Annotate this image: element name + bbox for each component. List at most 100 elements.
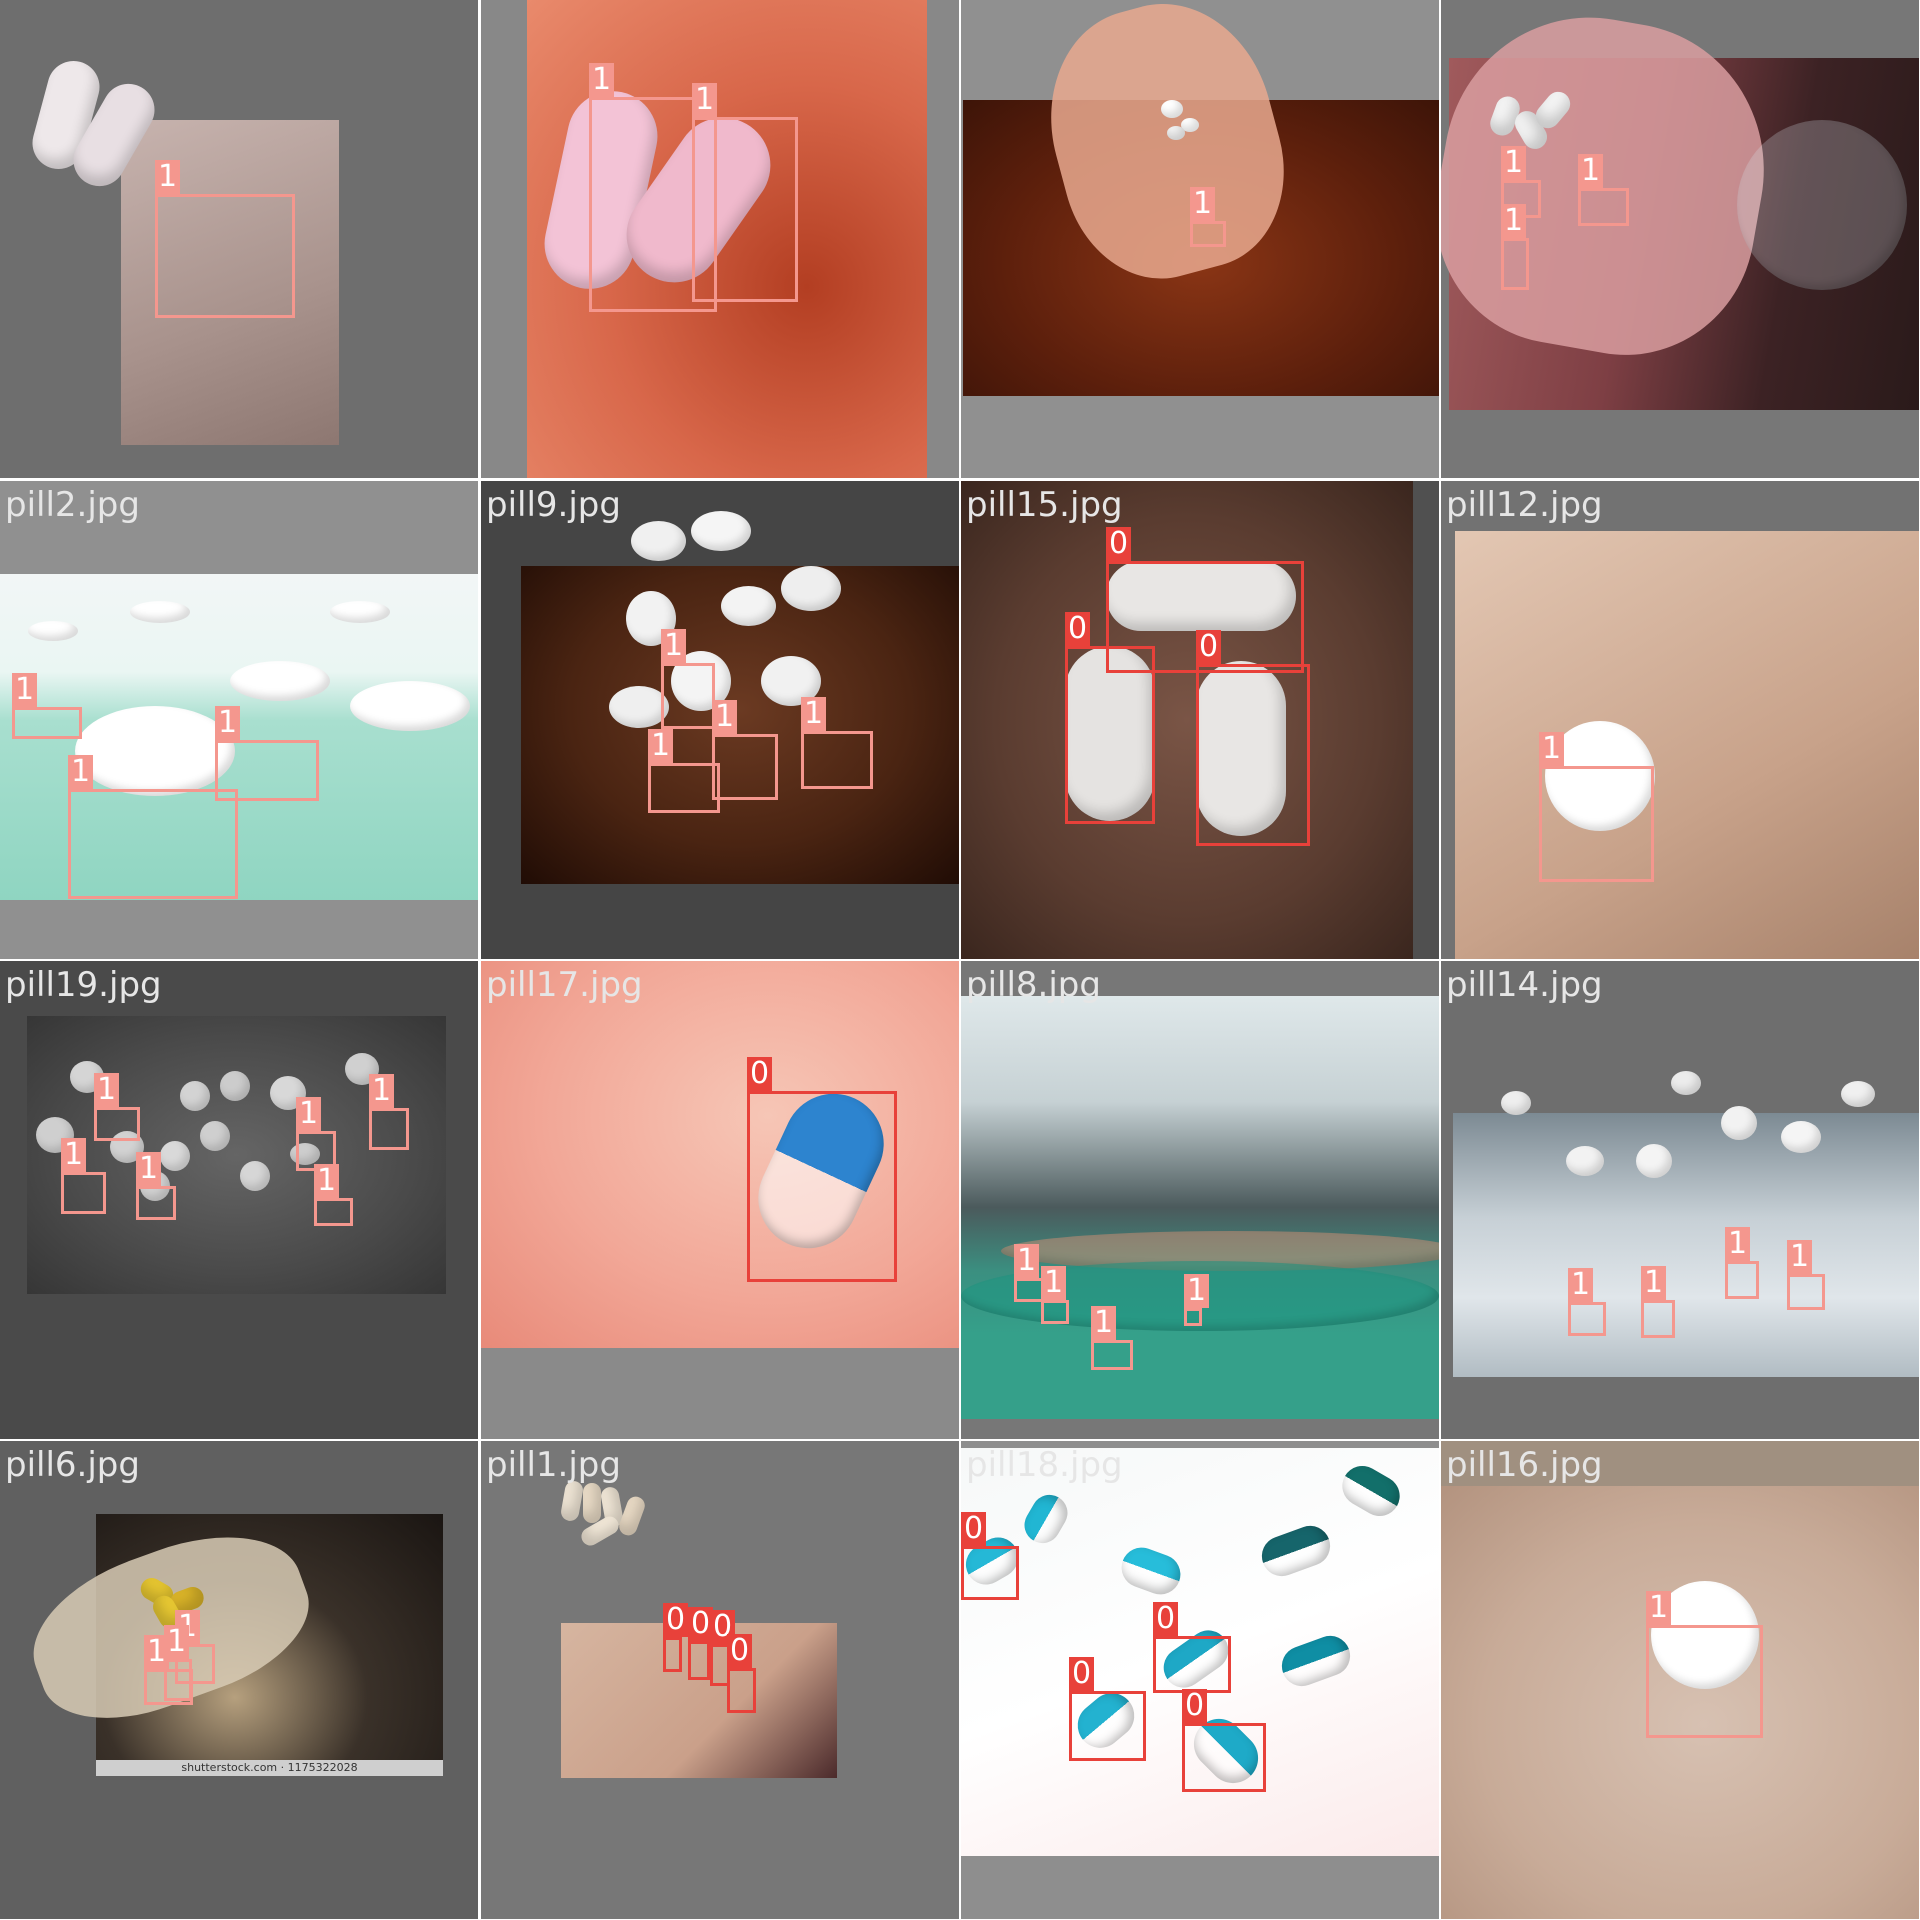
class-label: 1: [61, 1138, 87, 1172]
class-label: 1: [136, 1152, 162, 1186]
detection-box: [215, 740, 319, 801]
detection-box: [1091, 1340, 1133, 1370]
class-label: 0: [1065, 612, 1091, 646]
image-tile: 1 1 1: [1441, 0, 1919, 478]
detection-box: [136, 1186, 176, 1220]
tablet-shape: [1671, 1071, 1701, 1095]
class-label: 1: [94, 1073, 120, 1107]
class-label: 1: [1578, 154, 1604, 188]
class-label: 0: [1069, 1657, 1095, 1691]
detection-box: [1787, 1274, 1825, 1310]
detection-box: [1065, 646, 1155, 824]
class-label: 0: [1153, 1602, 1179, 1636]
class-label: 1: [164, 1625, 190, 1659]
class-label: 1: [589, 63, 615, 97]
image-filename: pill1.jpg: [486, 1445, 621, 1485]
tablet-shape: [240, 1161, 270, 1191]
class-label: 1: [648, 729, 674, 763]
pill-shape: [583, 1483, 601, 1523]
pill-shape: [1106, 561, 1296, 631]
tablet-shape: [160, 1141, 190, 1171]
class-label: 1: [712, 700, 738, 734]
tablet-shape: [609, 686, 669, 728]
many-tablets-grey-hand-photo: [27, 1016, 446, 1294]
image-filename: pill9.jpg: [486, 485, 621, 525]
class-label: 1: [68, 755, 94, 789]
detection-box: [589, 97, 717, 312]
image-filename: pill17.jpg: [486, 965, 643, 1005]
detection-box: [692, 117, 798, 302]
class-label: 0: [688, 1607, 714, 1641]
detection-box: [1184, 1308, 1202, 1326]
detection-box: [175, 1644, 215, 1684]
capsules-hand-small-photo: [561, 1623, 837, 1778]
detection-box: [1106, 561, 1304, 673]
detection-box: [1641, 1300, 1675, 1338]
detection-box: [1190, 221, 1226, 247]
tablet-shape: [330, 601, 390, 623]
tablet-shape: [75, 706, 235, 796]
tablet-shape: [1841, 1081, 1875, 1107]
class-label: 0: [663, 1603, 689, 1637]
image-tile: 1 1 1 1 pill9.jpg: [481, 481, 959, 959]
factory-conveyor-photo: [961, 996, 1439, 1419]
tablet-shape: [1566, 1146, 1604, 1176]
class-label: 1: [1501, 146, 1527, 180]
detection-box: [164, 1659, 192, 1701]
class-label: 1: [692, 83, 718, 117]
class-label: 1: [1568, 1268, 1594, 1302]
detection-box: [661, 663, 715, 729]
tablet-shape: [200, 1121, 230, 1151]
class-label: 1: [801, 697, 827, 731]
detection-box: [1153, 1636, 1231, 1693]
class-label: 0: [727, 1634, 753, 1668]
tablet-shape: [1501, 1091, 1531, 1115]
single-tablet-palm-photo: [1455, 531, 1919, 959]
detection-box: [314, 1198, 353, 1226]
detection-box: [663, 1637, 682, 1672]
class-label: 1: [1184, 1274, 1210, 1308]
detection-box: [688, 1641, 710, 1680]
class-label: 1: [1641, 1266, 1667, 1300]
detection-box: [801, 731, 873, 789]
class-label: 1: [1501, 204, 1527, 238]
pill-shape: [1196, 661, 1286, 836]
tablet-shape: [350, 681, 470, 731]
tablet-shape: [1167, 126, 1185, 140]
detection-box: [1725, 1261, 1759, 1299]
image-filename: pill2.jpg: [5, 485, 140, 525]
tablet-shape: [721, 586, 776, 626]
detection-box: [1069, 1691, 1146, 1761]
image-tile: shutterstock.com · 1175322028111pill6.jp…: [0, 1441, 478, 1919]
detection-box: [1041, 1300, 1069, 1324]
image-filename: pill19.jpg: [5, 965, 162, 1005]
detection-box: [369, 1108, 409, 1150]
image-tile: 1: [0, 0, 478, 478]
pill-shape: [559, 1479, 585, 1523]
class-label: 0: [1196, 630, 1222, 664]
detection-box: [1578, 188, 1629, 226]
class-label: 1: [1539, 732, 1565, 766]
detection-box: [155, 194, 295, 318]
detection-box: [747, 1091, 897, 1282]
class-label: 1: [12, 673, 38, 707]
tablet-shape: [1781, 1121, 1821, 1153]
tablet-shape: [220, 1071, 250, 1101]
image-filename: pill18.jpg: [966, 1445, 1123, 1485]
detection-box: [1196, 664, 1310, 846]
tablet-shape: [691, 511, 751, 551]
class-label: 1: [1787, 1240, 1813, 1274]
detection-box: [1646, 1625, 1763, 1738]
detection-box: [61, 1172, 106, 1214]
class-label: 1: [661, 629, 687, 663]
tablet-shape: [180, 1081, 210, 1111]
detection-box: [1568, 1302, 1606, 1336]
